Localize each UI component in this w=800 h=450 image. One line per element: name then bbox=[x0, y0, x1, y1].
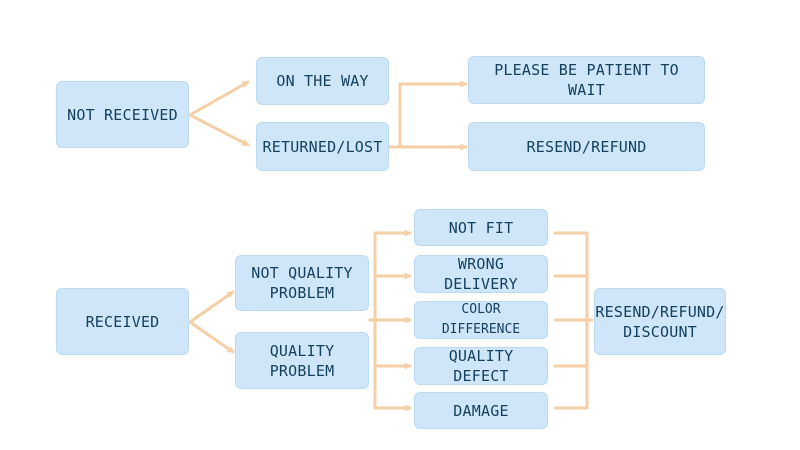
node-damage: DAMAGE bbox=[414, 392, 548, 429]
node-resend-refund-discount: RESEND/REFUND/ DISCOUNT bbox=[594, 288, 726, 355]
node-wrong-delivery: WRONG DELIVERY bbox=[414, 255, 548, 293]
node-please-wait: PLEASE BE PATIENT TO WAIT bbox=[468, 56, 705, 104]
node-not-fit: NOT FIT bbox=[414, 209, 548, 246]
node-received: RECEIVED bbox=[56, 288, 189, 355]
node-on-the-way: ON THE WAY bbox=[256, 57, 389, 105]
arrow-received-to-not-quality bbox=[188, 290, 235, 324]
arrow-not-received-to-on-the-way bbox=[188, 80, 250, 117]
arrow-not-received-to-returned-lost bbox=[188, 113, 250, 147]
node-quality-problem: QUALITY PROBLEM bbox=[235, 332, 369, 389]
node-resend-refund: RESEND/REFUND bbox=[468, 122, 705, 171]
node-not-quality-problem: NOT QUALITY PROBLEM bbox=[235, 255, 369, 311]
node-not-received: NOT RECEIVED bbox=[56, 81, 189, 148]
node-returned-lost: RETURNED/LOST bbox=[256, 122, 389, 171]
node-quality-defect: QUALITY DEFECT bbox=[414, 347, 548, 385]
arrow-received-to-quality bbox=[188, 320, 235, 354]
node-color-difference: COLOR DIFFERENCE bbox=[414, 301, 548, 339]
bracket-right-vertical bbox=[553, 231, 589, 410]
bracket-top-trunk bbox=[388, 82, 402, 149]
